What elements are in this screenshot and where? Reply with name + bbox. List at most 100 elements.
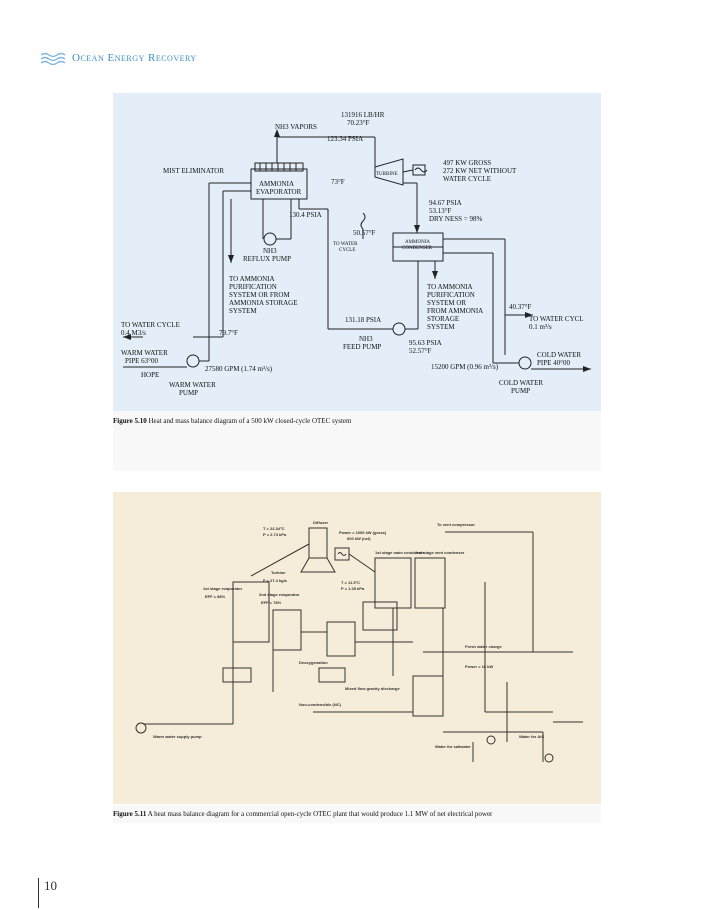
label-flow-right: 0.1 m³/s [529, 323, 552, 331]
second-stage-cond-shape [362, 601, 398, 631]
fig2-label-power: Power = 1000 kW (gross) [339, 530, 387, 535]
fig2-label-diffuser: Diffuser [313, 520, 329, 525]
label-warm-pipe-2: PIPE 63°00 [125, 357, 158, 365]
cold-water-pump-shape [518, 356, 532, 370]
figure-1-caption: Figure 5.10 Heat and mass balance diagra… [113, 417, 351, 425]
label-hope: HOPE [141, 371, 159, 379]
fig2-label-f-turbine: F = 27.4 kg/s [263, 578, 288, 583]
fig2-label-power2: 600 kW (net) [347, 536, 371, 541]
mist-eliminator [254, 162, 304, 172]
label-temp-5257: 52.57°F [409, 347, 432, 355]
label-purif-left-2: PURIFICATION [229, 283, 277, 291]
deoxygen-shape [326, 621, 356, 657]
vent-condenser-shape [414, 557, 446, 609]
label-purif-right-2: PURIFICATION [427, 291, 475, 299]
label-pressure-130: 130.4 PSIA [289, 211, 322, 219]
fig2-label-p-top: P = 2.73 kPa [263, 532, 287, 537]
label-flow-rate: 131916 LB/HR [341, 111, 385, 119]
figure-2-caption-text: A heat mass balance diagram for a commer… [147, 810, 493, 818]
label-vapor-pressure: 123.34 PSIA [327, 135, 363, 143]
label-to-water-cycle-left: TO WATER CYCLE [121, 321, 180, 329]
label-mist-eliminator: MIST ELIMINATOR [163, 167, 224, 175]
label-evaporator-2: EVAPORATOR [256, 188, 302, 196]
label-warm-pump-1: WARM WATER [169, 381, 216, 389]
fig2-label-non-condensible: Non-condensible (NC) [299, 702, 342, 707]
label-warm-gpm: 27580 GPM (1.74 m³/s) [205, 365, 273, 373]
page-number: 10 [44, 878, 57, 893]
figure-2-caption-label: Figure 5.11 [113, 810, 147, 818]
fig2-label-warm-pump: Warm water supply pump [153, 734, 202, 739]
label-purif-right-1: TO AMMONIA [427, 283, 473, 291]
wave-logo-icon [40, 52, 66, 65]
label-cold-pump-1: COLD WATER [499, 379, 543, 387]
closed-cycle-diagram: 131916 LB/HR 70.23°F NH3 VAPORS 123.34 P… [121, 111, 591, 397]
label-purif-right-4: FROM AMMONIA [427, 307, 483, 315]
label-reflux-pump-2: REFLUX PUMP [243, 255, 291, 263]
fig2-label-second-evap: 2nd stage evaporator [259, 592, 300, 597]
feed-pump-shape [392, 322, 406, 336]
generator-box [412, 164, 426, 176]
fig2-label-eff1: EFF = 88% [205, 594, 226, 599]
label-purif-right-3: SYSTEM OR [427, 299, 466, 307]
header-title: Ocean Energy Recovery [72, 52, 197, 64]
first-evaporator-shape [232, 581, 270, 643]
diffuser-shape [308, 527, 328, 559]
label-evap-temp: 73°F [331, 178, 345, 186]
fig2-label-water-ac: Water for A/C [519, 734, 544, 739]
label-warm-pipe-1: WARM WATER [121, 349, 168, 357]
figure-1-caption-text: Heat and mass balance diagram of a 500 k… [148, 417, 352, 425]
fig2-label-t-mid: T = 11.5°C [341, 580, 360, 585]
reflux-pump-shape [263, 232, 277, 246]
label-reflux-pump-1: NH3 [263, 247, 277, 255]
discharge-tank-shape [412, 675, 444, 717]
label-nh3-vapors: NH3 VAPORS [275, 123, 317, 131]
fig2-label-t-top: T = 22.34°C [263, 526, 285, 531]
label-vapor-temp: 70.23°F [347, 119, 370, 127]
fig2-label-to-vent: To vent compressor [437, 522, 475, 527]
label-to-water-cycle-2: CYCLE [339, 248, 355, 253]
fig2-label-second-stage-cond: 2nd stage vent condenser [415, 550, 465, 555]
label-purif-left-5: SYSTEM [229, 307, 257, 315]
label-cond-pressure: 94.67 PSIA [429, 199, 462, 207]
figure-1-caption-band [113, 411, 601, 471]
fig2-label-deoxygenation: Deoxygenation [299, 660, 328, 665]
label-purif-left-3: SYSTEM OR FROM [229, 291, 290, 299]
fig2-label-first-stage-cond: 1st stage main condenser [375, 550, 425, 555]
label-purif-right-5: STORAGE [427, 315, 459, 323]
label-purif-right-6: SYSTEM [427, 323, 455, 331]
label-flow-left: 0.4 M3/s [121, 329, 146, 337]
label-cold-pump-2: PUMP [511, 387, 530, 395]
turbine-shape [374, 158, 404, 186]
page-rule [38, 878, 39, 908]
evaporator-vessel [250, 168, 308, 200]
fig2-label-water-saltwater: Water for saltwater [435, 744, 471, 749]
label-condenser-1: AMMONIA [405, 240, 430, 245]
fig2-label-p-mid: P = 1.35 kPa [341, 586, 365, 591]
label-purif-left-4: AMMONIA STORAGE [229, 299, 298, 307]
label-evaporator-1: AMMONIA [259, 180, 294, 188]
label-to-water-cycle-1: TO WATER [333, 242, 358, 247]
fig2-label-eff2: EFF = 78% [261, 600, 282, 605]
label-kw-net-1: 272 KW NET WITHOUT [443, 167, 517, 175]
label-warm-pump-2: PUMP [179, 389, 198, 397]
label-condenser-2: CONDENSER [402, 246, 433, 251]
label-pressure-9563: 95.63 PSIA [409, 339, 442, 347]
label-temp-797: 79.7°F [219, 329, 238, 337]
fig2-label-first-evap: 1st stage evaporator [203, 586, 243, 591]
open-cycle-diagram: T = 22.34°C P = 2.73 kPa Diffuser Power … [135, 520, 583, 763]
label-cold-pipe-2: PIPE 40°00 [537, 359, 570, 367]
label-feed-pump-1: NH3 [359, 335, 373, 343]
label-kw-net-2: WATER CYCLE [443, 175, 491, 183]
running-header: Ocean Energy Recovery [40, 50, 197, 66]
label-purif-left-1: TO AMMONIA [229, 275, 275, 283]
label-kw-gross: 497 KW GROSS [443, 159, 491, 167]
label-temp-4037: 40.37°F [509, 303, 532, 311]
label-cold-pipe-1: COLD WATER [537, 351, 581, 359]
figure-2-panel: T = 22.34°C P = 2.73 kPa Diffuser Power … [113, 492, 601, 804]
main-condenser-shape [374, 557, 412, 609]
figure-1-panel: 131916 LB/HR 70.23°F NH3 VAPORS 123.34 P… [113, 93, 601, 411]
label-cold-gpm: 15200 GPM (0.96 m³/s) [431, 363, 499, 371]
label-dryness: DRY NESS = 98% [429, 215, 482, 223]
label-pressure-131: 131.18 PSIA [345, 316, 381, 324]
fig2-label-power-out: Power = 16 kW [465, 664, 493, 669]
